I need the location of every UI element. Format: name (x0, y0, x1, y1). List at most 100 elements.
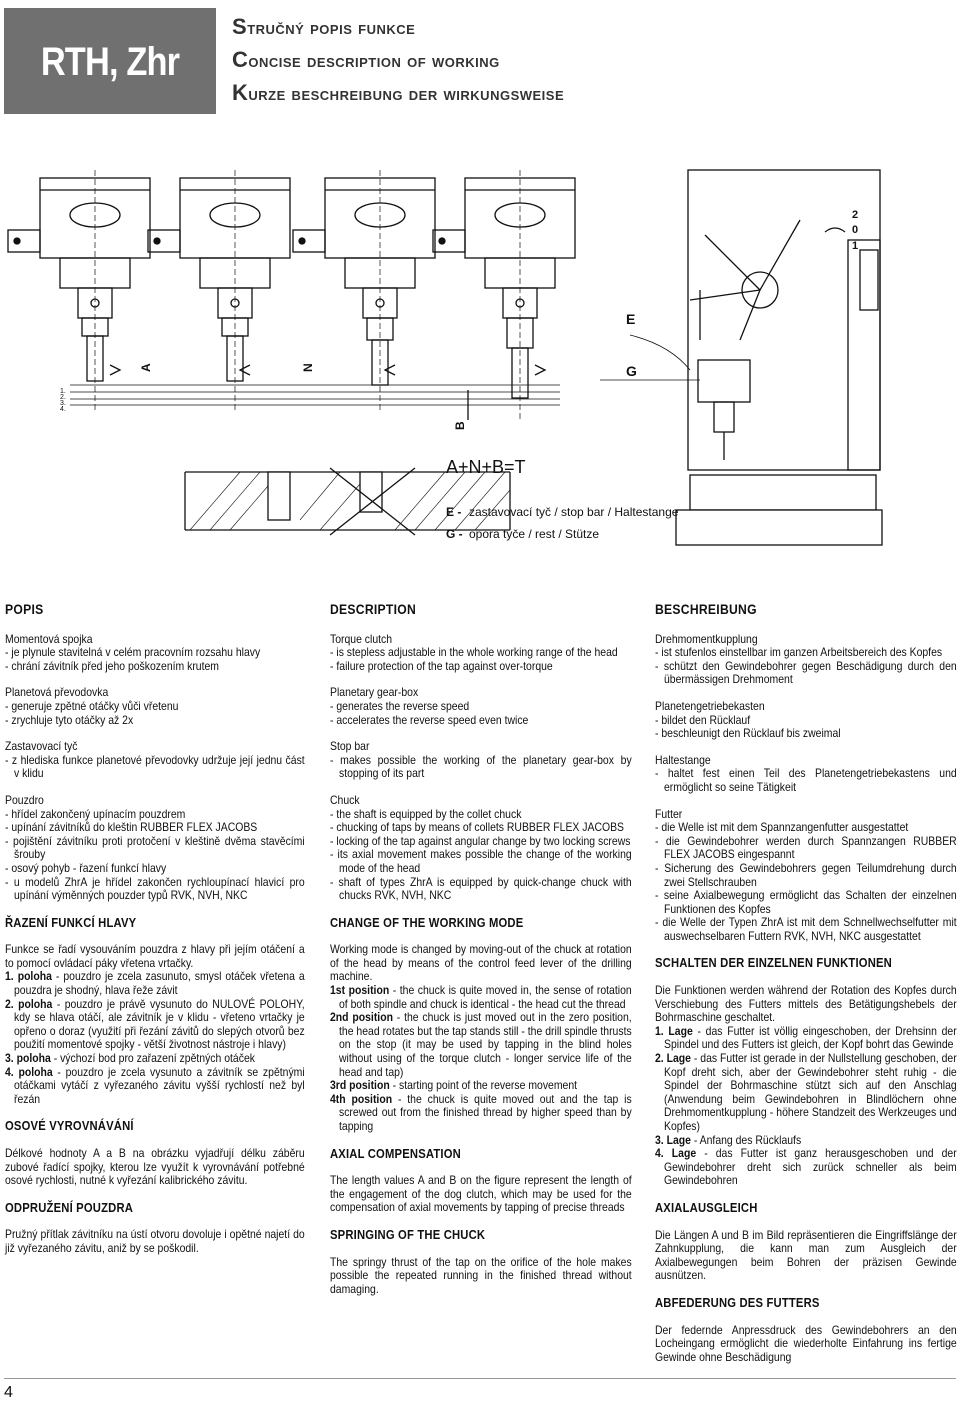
section-chuck: Futter - die Welle ist mit dem Spannzang… (655, 808, 957, 944)
section-title: Futter (655, 807, 683, 821)
page-number: 4 (4, 1384, 13, 1401)
label-n: N (301, 363, 315, 372)
section-title: Planetengetriebekasten (655, 699, 765, 713)
column-heading: POPIS (5, 602, 44, 617)
position-item: 4th position - the chuck is quite moved … (330, 1092, 632, 1133)
footer-divider (4, 1378, 956, 1379)
section-title: Pouzdro (5, 793, 44, 807)
list-item: - locking of the tap against angular cha… (330, 834, 631, 848)
section-title: Torque clutch (330, 632, 393, 646)
list-item: - upínání závitníků do kleštin RUBBER FL… (5, 821, 258, 835)
paragraph: The springy thrust of the tap on the ori… (330, 1255, 632, 1296)
workpiece-section (184, 467, 511, 536)
subheading-spring: ODPRUŽENÍ POUZDRA (5, 1200, 134, 1215)
list-item: - pojištění závitníku proti protočení v … (5, 834, 305, 862)
subheading-mode: SCHALTEN DER EINZELNEN FUNKTIONEN (655, 956, 892, 971)
subheading-mode: ŘAZENÍ FUNKCÍ HLAVY (5, 915, 137, 930)
position-item: 3. poloha - výchozí bod pro zařazení zpě… (5, 1052, 255, 1066)
position-label-1: 1. (60, 388, 66, 395)
section-title: Zastavovací tyč (5, 740, 78, 754)
column-heading: DESCRIPTION (330, 602, 417, 617)
paragraph: Funkce se řadí vysouváním pouzdra z hlav… (5, 943, 305, 970)
title-czech: Stručný popis funkce (232, 14, 416, 39)
list-item: - chrání závitník před jeho poškozením k… (5, 659, 220, 673)
tapping-head-1 (7, 170, 151, 410)
subheading-spring: SPRINGING OF THE CHUCK (330, 1227, 486, 1242)
list-item: - generates the reverse speed (330, 699, 470, 713)
section-stop-bar: Zastavovací tyč - z hlediska funkce plan… (5, 740, 305, 781)
list-item: - its axial movement makes possible the … (330, 848, 632, 875)
list-item: - je plynule stavitelná v celém pracovní… (5, 646, 261, 660)
tapping-head-3 (292, 170, 436, 410)
position-item: 1. Lage - das Futter ist völlig eingesch… (655, 1024, 957, 1052)
list-item: - generuje zpětné otáčky vůči vřetenu (5, 699, 179, 713)
position-item: 1. poloha - pouzdro je zcela zasunuto, s… (5, 970, 305, 998)
column-german: BESCHREIBUNG Drehmomentkupplung - ist st… (655, 603, 957, 1364)
lever-position-0: 0 (852, 224, 858, 236)
drill-press (675, 169, 883, 546)
position-label-4: 4. (60, 406, 66, 413)
list-item: - chucking of taps by means of collets R… (330, 821, 625, 835)
list-item: - is stepless adjustable in the whole wo… (330, 646, 618, 660)
section-title: Planetová převodovka (5, 686, 109, 700)
list-item: - failure protection of the tap against … (330, 659, 553, 673)
legend-g-text: opora tyče / rest / Stütze (469, 527, 599, 541)
list-item: - seine Axialbewegung ermöglicht das Sch… (655, 889, 957, 916)
subheading-axial: OSOVÉ VYROVNÁVÁNÍ (5, 1119, 134, 1134)
paragraph: Der federnde Anpressdruck des Gewindeboh… (655, 1323, 957, 1364)
lever-position-1: 1 (852, 240, 858, 252)
formula: A+N+B=T (446, 457, 526, 477)
section-chuck: Chuck - the shaft is equipped by the col… (330, 794, 632, 903)
paragraph: Die Funktionen werden während der Rotati… (655, 984, 957, 1025)
tapping-head-2 (147, 170, 291, 410)
list-item: - u modelů ZhrA je hřídel zakončen rychl… (5, 875, 305, 903)
position-item: 3. Lage - Anfang des Rücklaufs (655, 1133, 802, 1147)
legend-e-key: E - (446, 505, 461, 519)
section-title: Chuck (330, 793, 360, 807)
section-title: Planetary gear-box (330, 686, 419, 700)
section-torque-clutch: Drehmomentkupplung - ist stufenlos einst… (655, 633, 957, 687)
section-title: Drehmomentkupplung (655, 632, 758, 646)
list-item: - die Welle ist mit dem Spannzangenfutte… (655, 821, 909, 835)
section-stop-bar: Stop bar - makes possible the working of… (330, 740, 632, 781)
lever-position-2: 2 (852, 209, 858, 221)
position-item: 1st position - the chuck is quite moved … (330, 984, 632, 1011)
paragraph: Pružný přítlak závitníku na ústí otvoru … (5, 1228, 305, 1255)
section-title: Stop bar (330, 740, 370, 754)
legend-g-key: G - (446, 527, 463, 541)
position-item: 2. poloha - pouzdro je právě vysunuto do… (5, 997, 305, 1052)
position-item: 4. Lage - das Futter ist ganz herausgesc… (655, 1147, 957, 1188)
list-item: - schützt den Gewindebohrer gegen Beschä… (655, 659, 957, 687)
title-english: Concise description of working (232, 47, 500, 72)
title-german: Kurze beschreibung der wirkungsweise (232, 80, 565, 105)
list-item: - accelerates the reverse speed even twi… (330, 713, 529, 727)
list-item: - zrychluje tyto otáčky až 2x (5, 713, 134, 727)
section-gearbox: Planetengetriebekasten - bildet den Rück… (655, 700, 957, 741)
tapping-head-4 (432, 170, 576, 420)
position-item: 2nd position - the chuck is just moved o… (330, 1011, 632, 1079)
list-item: - osový pohyb - řazení funkcí hlavy (5, 861, 167, 875)
list-item: - ist stufenlos einstellbar im ganzen Ar… (655, 646, 943, 660)
subheading-spring: ABFEDERUNG DES FUTTERS (655, 1295, 820, 1310)
list-item: - die Gewindebohrer werden durch Spannza… (655, 834, 957, 862)
position-item: 4. poloha - pouzdro je zcela vysunuto a … (5, 1065, 305, 1106)
label-b: B (453, 421, 467, 430)
section-gearbox: Planetová převodovka - generuje zpětné o… (5, 686, 305, 727)
list-item: - Sicherung des Gewindebohrers gegen Tei… (655, 861, 957, 889)
section-gearbox: Planetary gear-box - generates the rever… (330, 686, 632, 727)
paragraph: Die Längen A und B im Bild repräsentiere… (655, 1228, 957, 1283)
section-chuck: Pouzdro - hřídel zakončený upínacím pouz… (5, 794, 305, 903)
paragraph: The length values A and B on the figure … (330, 1174, 632, 1215)
list-item: - shaft of types ZhrA is equipped by qui… (330, 875, 632, 903)
subheading-axial: AXIAL COMPENSATION (330, 1146, 461, 1161)
column-english: DESCRIPTION Torque clutch - is stepless … (330, 603, 632, 1296)
label-a: A (139, 363, 153, 372)
position-item: 2. Lage - das Futter ist gerade in der N… (655, 1052, 957, 1133)
section-title: Momentová spojka (5, 632, 93, 646)
list-item: - hřídel zakončený upínacím pouzdrem (5, 807, 186, 821)
list-item: - makes possible the working of the plan… (330, 753, 632, 781)
label-e: E (626, 311, 635, 327)
list-item: - the shaft is equipped by the collet ch… (330, 807, 522, 821)
subheading-mode: CHANGE OF THE WORKING MODE (330, 915, 524, 930)
position-item: 3rd position - starting point of the rev… (330, 1079, 578, 1093)
